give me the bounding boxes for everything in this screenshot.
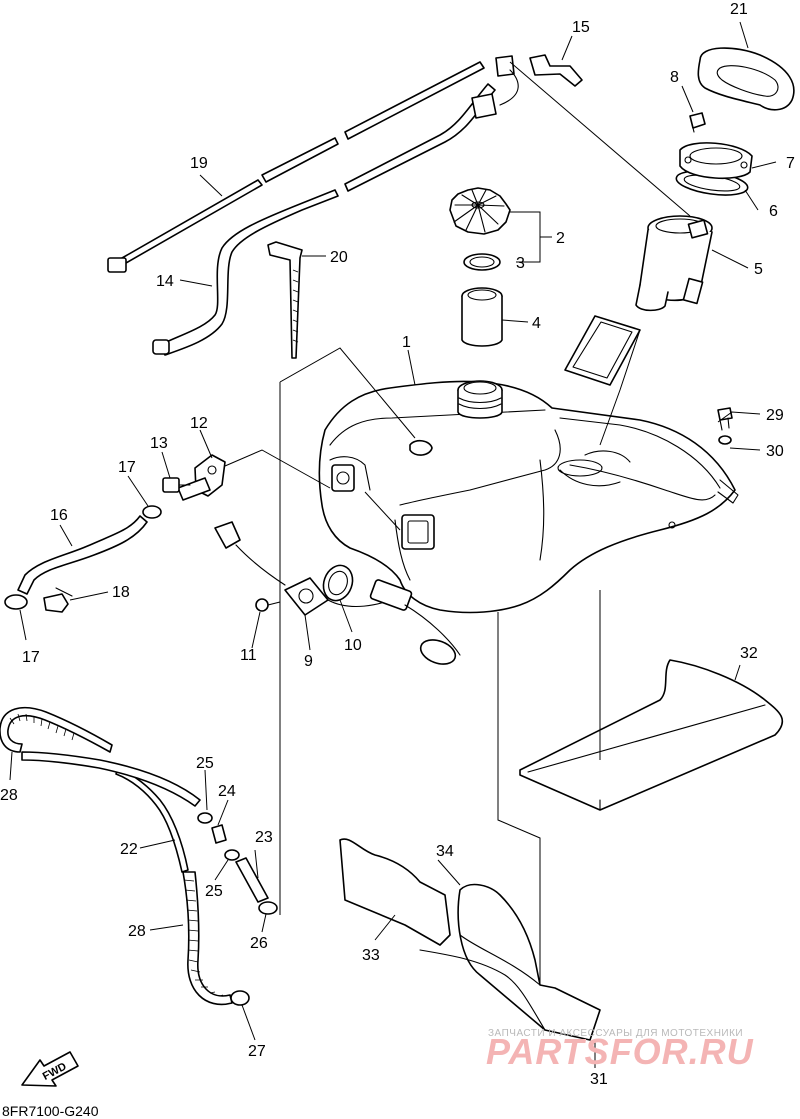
clamp-25b — [224, 849, 240, 861]
cover-34 — [419, 883, 601, 1041]
watermark: ЗАПЧАСТИ И АКСЕССУАРЫ ДЛЯ МОТОТЕХНИКИ PA… — [486, 1028, 754, 1072]
screw-11 — [255, 598, 281, 612]
bolt-13 — [162, 477, 191, 493]
filler-strainer — [461, 287, 503, 347]
fuel-cap — [449, 187, 511, 235]
callout-18: 18 — [112, 584, 130, 601]
callout-21: 21 — [730, 1, 748, 18]
watermark-brand: PARTSFOR.RU — [486, 1031, 754, 1072]
diagram-code: 8FR7100-G240 — [2, 1103, 99, 1119]
bracket-15 — [529, 54, 583, 87]
fuel-hose-16 — [17, 515, 148, 595]
callout-30: 30 — [766, 443, 784, 460]
callout-24: 24 — [218, 783, 236, 800]
callout-13: 13 — [150, 435, 168, 452]
callout-25a: 25 — [196, 755, 214, 772]
callout-1: 1 — [402, 334, 411, 351]
fwd-arrow-icon: FWD — [21, 1051, 79, 1087]
callout-4: 4 — [532, 315, 541, 332]
callout-leaders — [9, 21, 777, 1068]
callout-28b: 28 — [128, 923, 146, 940]
callout-numbers: 1 2 3 4 5 6 7 8 9 10 11 12 13 14 15 16 1… — [0, 1, 795, 1088]
cover-32 — [519, 659, 784, 811]
callout-11: 11 — [240, 647, 257, 664]
callout-28a: 28 — [0, 787, 18, 804]
hose-23 — [235, 857, 269, 903]
callout-8: 8 — [670, 69, 679, 86]
callout-23: 23 — [255, 829, 273, 846]
callout-33: 33 — [362, 947, 380, 964]
breather-hose-19 — [107, 61, 485, 273]
callout-27: 27 — [248, 1043, 266, 1060]
pump-bracket — [679, 142, 753, 180]
callout-2: 2 — [556, 230, 565, 247]
callout-31: 31 — [590, 1071, 608, 1088]
fuel-tank — [318, 380, 739, 614]
vent-hose-28a — [0, 706, 189, 873]
vent-hose-22 — [21, 751, 201, 807]
callout-32: 32 — [740, 645, 758, 662]
clamp-26 — [258, 901, 278, 915]
clamp-17b — [4, 594, 28, 610]
fwd-label: FWD — [41, 1061, 69, 1083]
callout-12: 12 — [190, 415, 208, 432]
callout-16: 16 — [50, 507, 68, 524]
callout-10: 10 — [344, 637, 362, 654]
callout-25b: 25 — [205, 883, 223, 900]
guide-lines — [224, 61, 691, 985]
screw — [689, 112, 706, 133]
callout-6: 6 — [769, 203, 778, 220]
fuel-cock — [177, 454, 226, 501]
callout-19: 19 — [190, 155, 208, 172]
clip-18 — [43, 587, 73, 613]
breather-hose-14 — [152, 55, 519, 356]
pump-cover — [697, 47, 795, 111]
callout-14: 14 — [156, 273, 174, 290]
washer-30 — [718, 435, 732, 445]
callout-22: 22 — [120, 841, 138, 858]
sender-unit — [214, 521, 461, 665]
callout-17b: 17 — [22, 649, 40, 666]
joint-24 — [211, 824, 227, 844]
bolt-29 — [717, 407, 733, 431]
cap-gasket — [463, 253, 501, 271]
cover-33 — [339, 838, 451, 946]
callout-5: 5 — [754, 261, 763, 278]
callout-20: 20 — [330, 249, 348, 266]
watermark-tagline: ЗАПЧАСТИ И АКСЕССУАРЫ ДЛЯ МОТОТЕХНИКИ — [488, 1028, 743, 1039]
callout-15: 15 — [572, 19, 590, 36]
callout-9: 9 — [304, 653, 313, 670]
band-20 — [267, 241, 303, 359]
callout-17a: 17 — [118, 459, 136, 476]
clamp-27 — [230, 990, 250, 1006]
callout-3: 3 — [516, 255, 525, 272]
fuel-pump — [564, 215, 713, 386]
sender-gasket — [322, 564, 354, 602]
clamp-25a — [197, 812, 213, 824]
clamp-17a — [142, 505, 162, 519]
callout-29: 29 — [766, 407, 784, 424]
callout-7: 7 — [786, 155, 795, 172]
callout-26: 26 — [250, 935, 268, 952]
callout-34: 34 — [436, 843, 454, 860]
